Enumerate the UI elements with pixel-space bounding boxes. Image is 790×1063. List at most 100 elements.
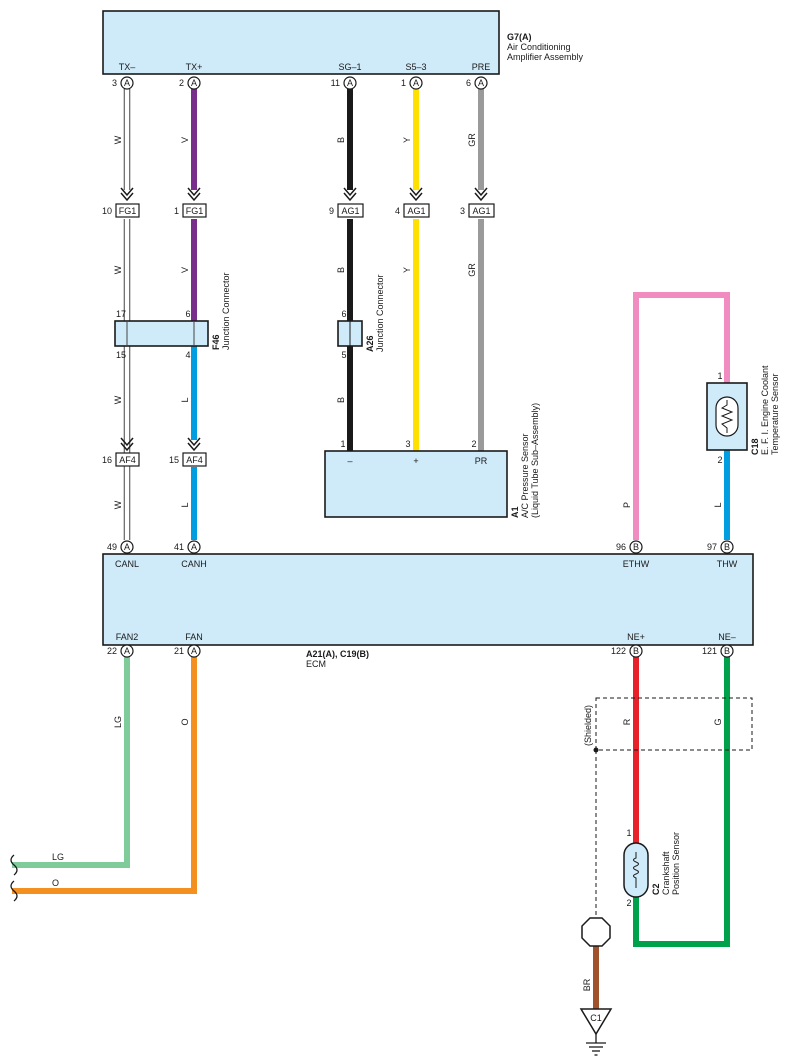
connector-af4-left (115, 452, 140, 467)
g7-name-line2: Amplifier Assembly (507, 52, 584, 62)
a1-pin-num-3: 3 (405, 439, 410, 449)
g7-name-line1: Air Conditioning (507, 42, 571, 52)
g7-box (102, 10, 500, 75)
c18-id: C18 (750, 438, 760, 455)
a26-id: A26 (365, 335, 375, 352)
af4-pin-15: 15 (169, 455, 179, 465)
svg-text:AG1: AG1 (472, 206, 490, 216)
svg-text:B: B (724, 542, 730, 552)
component-a26: 6 5 A26 Junction Connector (337, 274, 385, 360)
ecm-pin-num-21: 21 (174, 646, 184, 656)
svg-text:Y: Y (402, 267, 412, 273)
wires (12, 89, 730, 1009)
svg-text:FG1: FG1 (186, 206, 204, 216)
f46-id: F46 (211, 334, 221, 350)
ecm-pin-num-41: 41 (174, 542, 184, 552)
svg-text:L: L (180, 502, 190, 507)
ecm-box (102, 553, 754, 646)
c2-pin-1: 1 (626, 828, 631, 838)
svg-text:A: A (413, 78, 419, 88)
g7-id: G7(A) (507, 32, 532, 42)
ecm-pin-num-121: 121 (702, 646, 717, 656)
a26-name: Junction Connector (375, 274, 385, 352)
svg-text:B: B (336, 397, 346, 403)
svg-text:AG1: AG1 (341, 206, 359, 216)
svg-text:A: A (124, 78, 130, 88)
drain-octagon-icon (581, 917, 611, 947)
a1-name-line1: A/C Pressure Sensor (520, 433, 530, 518)
ag1-pin-9: 9 (329, 206, 334, 216)
svg-text:AG1: AG1 (407, 206, 425, 216)
svg-text:A: A (124, 542, 130, 552)
ecm-pin-label-canh: CANH (181, 559, 207, 569)
svg-text:A: A (191, 78, 197, 88)
svg-text:A: A (124, 646, 130, 656)
wire-ethw-pink (633, 292, 730, 540)
shield-junction-dot (593, 747, 599, 753)
svg-text:V: V (180, 137, 190, 143)
component-ecm: CANL CANH ETHW THW FAN2 FAN NE+ NE– A21(… (102, 553, 754, 669)
f46-pin-4: 4 (185, 350, 190, 360)
c18-pin-1: 1 (717, 371, 722, 381)
svg-text:B: B (633, 542, 639, 552)
svg-text:B: B (633, 646, 639, 656)
g7-pin-label-tx-plus: TX+ (186, 62, 203, 72)
c18-pin-2: 2 (717, 455, 722, 465)
a1-box (324, 450, 508, 518)
wire-fan-orange (12, 657, 197, 894)
ecm-pin-label-ne-minus: NE– (718, 632, 736, 642)
component-f46: 17 6 15 4 F46 Junction Connector (114, 272, 231, 360)
svg-text:FG1: FG1 (119, 206, 137, 216)
svg-text:LG: LG (113, 716, 123, 728)
svg-text:Y: Y (402, 137, 412, 143)
connector-ag1-s53 (403, 203, 430, 218)
svg-text:L: L (713, 502, 723, 507)
ecm-pin-label-ethw: ETHW (623, 559, 650, 569)
svg-text:W: W (113, 265, 123, 274)
ecm-name: ECM (306, 659, 326, 669)
ecm-pin-label-fan: FAN (185, 632, 203, 642)
a26-pin-6: 6 (341, 309, 346, 319)
svg-text:A: A (191, 646, 197, 656)
coil-icon (633, 852, 639, 888)
svg-text:AF4: AF4 (119, 455, 136, 465)
ecm-id: A21(A), C19(B) (306, 649, 369, 659)
pin-badges: A 3 A 2 A 11 A 1 A 6 A 49 A 41 B 96 B 97… (107, 76, 734, 658)
svg-text:W: W (113, 500, 123, 509)
ecm-pin-num-122: 122 (611, 646, 626, 656)
g7-pin-label-s53: S5–3 (405, 62, 426, 72)
c2-id: C2 (651, 883, 661, 895)
g7-pin-num-3: 3 (112, 78, 117, 88)
ecm-pin-num-97: 97 (707, 542, 717, 552)
svg-text:B: B (724, 646, 730, 656)
g7-pin-num-1: 1 (401, 78, 406, 88)
f46-pin-6: 6 (185, 309, 190, 319)
g7-pin-label-sg1: SG–1 (338, 62, 361, 72)
connector-af4-right (182, 452, 207, 467)
svg-text:LG: LG (52, 852, 64, 862)
inline-connectors: FG1 10 FG1 1 AG1 9 AG1 4 AG1 3 AF4 16 AF… (102, 187, 495, 467)
svg-text:G: G (713, 718, 723, 725)
svg-text:AF4: AF4 (186, 455, 203, 465)
f46-pin-15: 15 (116, 350, 126, 360)
ag1-pin-4: 4 (395, 206, 400, 216)
svg-text:L: L (180, 397, 190, 402)
g7-pin-num-11: 11 (331, 78, 340, 88)
ecm-pin-label-canl: CANL (115, 559, 139, 569)
component-c18: 1 2 C18 E. F. I. Engine Coolant Temperat… (706, 365, 780, 465)
svg-text:R: R (622, 718, 632, 725)
wire-ne-minus-green (633, 657, 730, 947)
ecm-pin-label-ne-plus: NE+ (627, 632, 645, 642)
component-g7: TX– TX+ SG–1 S5–3 PRE G7(A) Air Conditio… (102, 10, 584, 75)
svg-text:A: A (191, 542, 197, 552)
wire-color-codes: W V B Y GR W V B Y GR W L B W L P L LG O… (52, 133, 723, 992)
f46-pin-17: 17 (116, 309, 126, 319)
c2-name-line1: Crankshaft (661, 851, 671, 895)
f46-box (114, 320, 209, 347)
g7-pin-num-2: 2 (179, 78, 184, 88)
ecm-pin-label-fan2: FAN2 (116, 632, 139, 642)
a1-pin-label-plus: + (413, 456, 418, 466)
g7-pin-label-tx-minus: TX– (119, 62, 136, 72)
wire-break-symbols (10, 854, 18, 902)
